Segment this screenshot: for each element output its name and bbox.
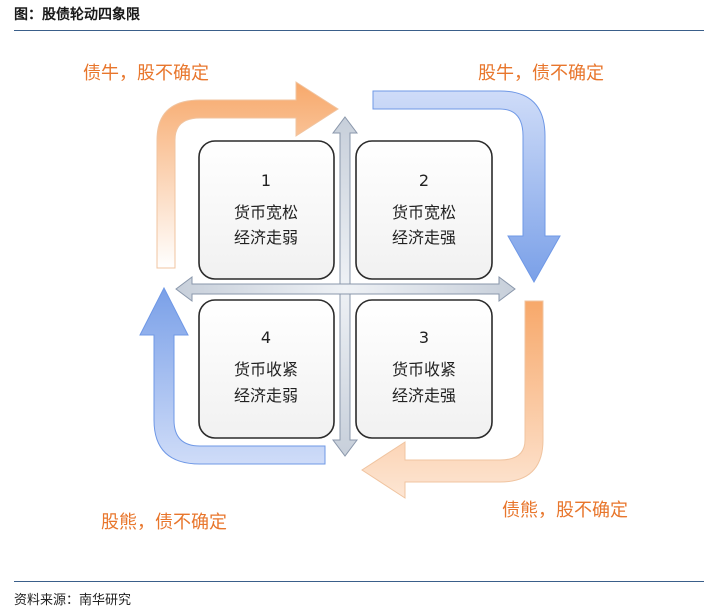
- arrow-bottom-right: [361, 300, 544, 499]
- source-note: 资料来源：南华研究: [14, 593, 132, 608]
- four-quadrant-diagram: 1 货币宽松 经济走弱 2 货币宽松 经济走强 3 货币收紧 经济走强 4 货币…: [83, 63, 628, 533]
- quadrant-line1: 货币收紧: [392, 360, 456, 379]
- quadrant-2: 2 货币宽松 经济走强: [355, 140, 493, 280]
- corner-label-bottom-right: 债熊，股不确定: [502, 500, 628, 521]
- arrow-top-left: [156, 81, 339, 269]
- corner-label-top-right: 股牛，债不确定: [478, 63, 604, 84]
- arrow-top-right: [372, 90, 561, 284]
- quadrant-1: 1 货币宽松 经济走弱: [198, 140, 335, 280]
- top-rule: [14, 30, 704, 31]
- quadrant-line2: 经济走弱: [234, 386, 298, 405]
- quadrant-3: 3 货币收紧 经济走强: [355, 299, 493, 439]
- corner-label-bottom-left: 股熊，债不确定: [101, 512, 227, 533]
- quadrant-line1: 货币宽松: [392, 203, 456, 222]
- horizontal-axis: [175, 276, 516, 302]
- arrow-bottom-left: [139, 286, 326, 465]
- quadrant-number: 4: [261, 328, 271, 347]
- bottom-rule: [14, 581, 704, 582]
- quadrant-number: 2: [419, 171, 429, 190]
- quadrant-line2: 经济走强: [392, 386, 456, 405]
- quadrant-line1: 货币收紧: [234, 360, 298, 379]
- quadrant-line2: 经济走弱: [234, 228, 298, 247]
- quadrant-line1: 货币宽松: [234, 203, 298, 222]
- quadrant-number: 1: [261, 171, 271, 190]
- figure-title: 图：股债轮动四象限: [14, 7, 140, 23]
- quadrant-line2: 经济走强: [392, 228, 456, 247]
- quadrant-number: 3: [419, 328, 429, 347]
- quadrant-4: 4 货币收紧 经济走弱: [198, 299, 335, 439]
- corner-label-top-left: 债牛，股不确定: [83, 63, 209, 84]
